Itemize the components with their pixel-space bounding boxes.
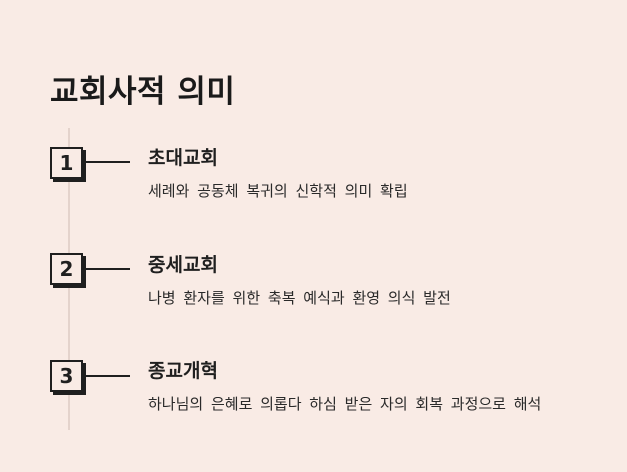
step-number: 3 (59, 364, 74, 388)
page-title: 교회사적 의미 (50, 74, 236, 110)
step-number-badge: 1 (50, 147, 83, 179)
connector-line (86, 268, 130, 270)
step-number-badge: 2 (50, 253, 83, 285)
item-description: 나병 환자를 위한 축복 예식과 환영 의식 발전 (148, 289, 451, 307)
connector-line (86, 161, 130, 163)
timeline-item-3: 3 종교개혁 하나님의 은혜로 의롭다 하심 받은 자의 회복 과정으로 해석 (0, 0, 627, 413)
item-title: 중세교회 (148, 254, 218, 276)
step-number-badge: 3 (50, 360, 83, 392)
timeline-item-1: 1 초대교회 세례와 공동체 복귀의 신학적 의미 확립 (0, 0, 627, 200)
timeline-item-2: 2 중세교회 나병 환자를 위한 축복 예식과 환영 의식 발전 (0, 0, 627, 307)
item-title: 초대교회 (148, 147, 218, 169)
item-title: 종교개혁 (148, 360, 218, 382)
item-description: 세례와 공동체 복귀의 신학적 의미 확립 (148, 182, 408, 200)
step-number: 1 (59, 151, 74, 175)
connector-line (86, 375, 130, 377)
item-description: 하나님의 은혜로 의롭다 하심 받은 자의 회복 과정으로 해석 (148, 395, 542, 413)
step-number: 2 (59, 257, 74, 281)
